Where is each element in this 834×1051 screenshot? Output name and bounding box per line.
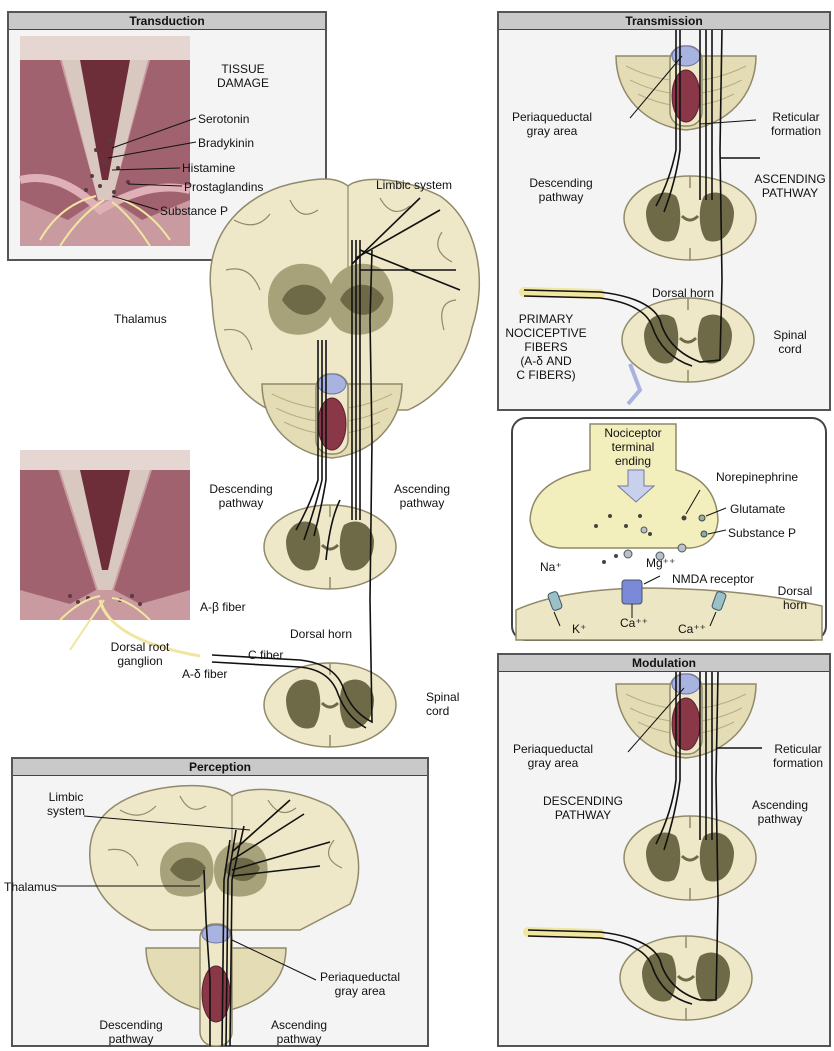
glutamate-label: Glutamate bbox=[730, 502, 785, 516]
tissue-damage-label: TISSUE DAMAGE bbox=[198, 62, 288, 90]
perception-limbic-label: Limbic system bbox=[36, 790, 96, 818]
dorsal-root-ganglion-label: Dorsal root ganglion bbox=[100, 640, 180, 668]
mediator-histamine: Histamine bbox=[182, 161, 235, 175]
modulation-panel bbox=[498, 654, 830, 1046]
a-beta-fiber-label: A-β fiber bbox=[200, 600, 246, 614]
substance-p-label: Substance P bbox=[728, 526, 796, 540]
modulation-reticular-label: Reticular formation bbox=[762, 742, 834, 770]
perception-descending-label: Descending pathway bbox=[86, 1018, 176, 1046]
transmission-reticular-label: Reticular formation bbox=[758, 110, 834, 138]
k-ion-label: K⁺ bbox=[572, 622, 586, 636]
perception-ascending-label: Ascending pathway bbox=[254, 1018, 344, 1046]
ca-ion-label-2: Ca⁺⁺ bbox=[678, 622, 706, 636]
perception-periaqueductal-label: Periaqueductal gray area bbox=[300, 970, 420, 998]
transmission-spinal-cord-label: Spinal cord bbox=[760, 328, 820, 356]
mediator-serotonin: Serotonin bbox=[198, 112, 249, 126]
mg-ion-label: Mg⁺⁺ bbox=[646, 556, 675, 570]
nociceptor-terminal-label: Nociceptor terminal ending bbox=[588, 426, 678, 468]
perception-title: Perception bbox=[13, 759, 427, 776]
primary-nociceptive-fibers-label: PRIMARY NOCICEPTIVE FIBERS (A-δ AND C FI… bbox=[498, 312, 594, 382]
modulation-periaqueductal-label: Periaqueductal gray area bbox=[498, 742, 608, 770]
transmission-dorsal-horn-label: Dorsal horn bbox=[652, 286, 714, 300]
center-dorsal-horn-label: Dorsal horn bbox=[290, 627, 352, 641]
mediator-bradykinin: Bradykinin bbox=[198, 136, 254, 150]
transmission-ascending-label: ASCENDING PATHWAY bbox=[746, 172, 834, 200]
transmission-periaqueductal-label: Periaqueductal gray area bbox=[498, 110, 606, 138]
modulation-descending-label: DESCENDING PATHWAY bbox=[528, 794, 638, 822]
a-delta-fiber-label: A-δ fiber bbox=[182, 667, 227, 681]
ca-ion-label-1: Ca⁺⁺ bbox=[620, 616, 648, 630]
mediator-substance-p: Substance P bbox=[160, 204, 228, 218]
c-fiber-label: C fiber bbox=[248, 648, 283, 662]
modulation-ascending-label: Ascending pathway bbox=[740, 798, 820, 826]
center-tissue bbox=[20, 450, 200, 656]
transmission-descending-label: Descending pathway bbox=[516, 176, 606, 204]
transduction-title: Transduction bbox=[9, 13, 325, 30]
synapse-dorsal-horn-label: Dorsal horn bbox=[770, 584, 820, 612]
thalamus-label: Thalamus bbox=[114, 312, 167, 326]
mediator-prostaglandins: Prostaglandins bbox=[184, 180, 263, 194]
center-descending-label: Descending pathway bbox=[196, 482, 286, 510]
limbic-system-label: Limbic system bbox=[376, 178, 452, 192]
transmission-title: Transmission bbox=[499, 13, 829, 30]
norepinephrine-label: Norepinephrine bbox=[716, 470, 798, 484]
center-ascending-label: Ascending pathway bbox=[382, 482, 462, 510]
modulation-title: Modulation bbox=[499, 655, 829, 672]
nmda-receptor-label: NMDA receptor bbox=[672, 572, 754, 586]
perception-thalamus-label: Thalamus bbox=[4, 880, 57, 894]
center-spinal-cord-label: Spinal cord bbox=[426, 690, 459, 718]
na-ion-label: Na⁺ bbox=[540, 560, 562, 574]
